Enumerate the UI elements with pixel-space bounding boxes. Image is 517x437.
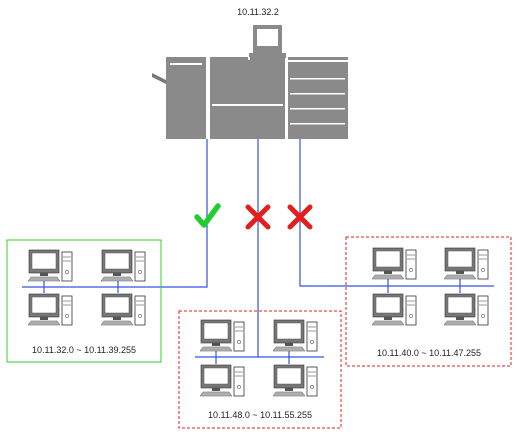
- computer-icon: [199, 319, 245, 352]
- computer-icon: [272, 319, 318, 352]
- group-range-right: 10.11.40.0 ~ 10.11.47.255: [377, 348, 481, 358]
- link-right: [299, 139, 494, 287]
- computer-icon: [443, 293, 489, 326]
- computer-icon: [272, 364, 318, 397]
- computer-icon: [27, 249, 73, 282]
- computer-icon: [443, 247, 489, 280]
- group-range-middle: 10.11.48.0 ~ 10.11.55.255: [208, 410, 312, 420]
- network-links: [22, 139, 494, 364]
- group-box-middle: [178, 310, 342, 429]
- computer-icon: [199, 364, 245, 397]
- computer-icon: [100, 293, 146, 326]
- computer-icon: [100, 249, 146, 282]
- group-box-right: [345, 236, 512, 367]
- group-range-left: 10.11.32.0 ~ 10.11.39.255: [32, 345, 136, 355]
- computer-icon: [371, 247, 417, 280]
- printer-ip-label: 10.11.32.2: [237, 7, 279, 17]
- group-box-left: [6, 239, 162, 363]
- link-left: [22, 139, 208, 288]
- printer-icon: [152, 25, 348, 139]
- computer-icon: [27, 293, 73, 326]
- computer-icon: [371, 293, 417, 326]
